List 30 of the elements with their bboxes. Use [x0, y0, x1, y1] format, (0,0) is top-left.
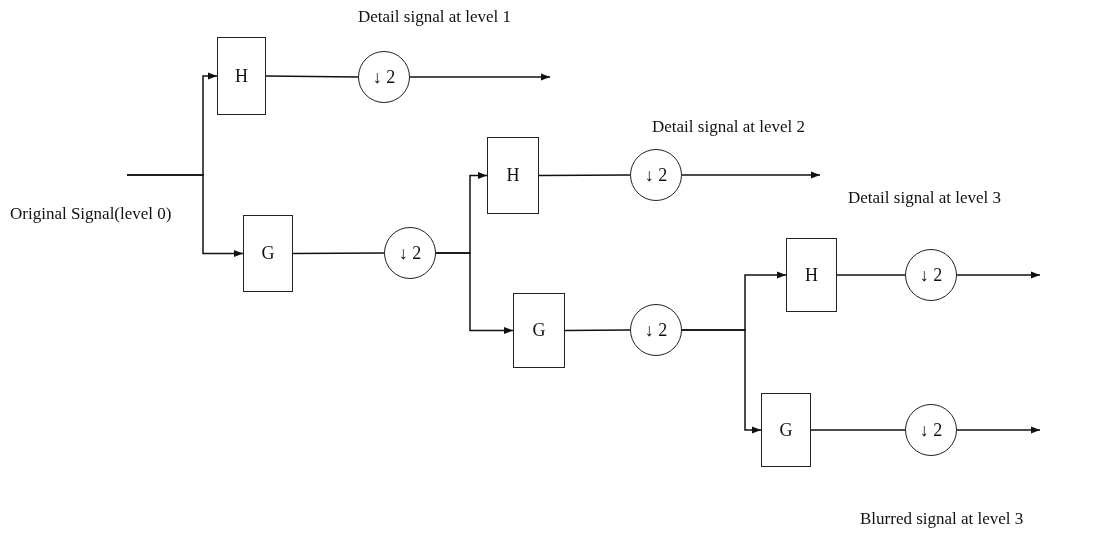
connector-line	[292, 252, 385, 255]
downsampler-circle: ↓ 2	[905, 404, 957, 456]
arrow	[126, 174, 244, 258]
connector-line	[265, 75, 359, 78]
filter-box: G	[761, 393, 811, 467]
downsampler-circle: ↓ 2	[630, 149, 682, 201]
arrow	[956, 426, 1041, 434]
signal-label: Detail signal at level 2	[652, 116, 806, 138]
downsampler-circle: ↓ 2	[384, 227, 436, 279]
connector-line	[810, 429, 906, 431]
filter-box: H	[487, 137, 539, 214]
filter-box: G	[513, 293, 565, 368]
filter-box: H	[786, 238, 837, 312]
connector-line	[538, 174, 631, 177]
signal-label: Detail signal at level 3	[848, 187, 1002, 209]
filter-box: G	[243, 215, 293, 292]
signal-label: Blurred signal at level 3	[860, 508, 1025, 530]
connector-line	[836, 274, 906, 276]
downsampler-circle: ↓ 2	[630, 304, 682, 356]
arrow	[435, 252, 514, 335]
downsampler-circle: ↓ 2	[358, 51, 410, 103]
arrow	[956, 271, 1041, 279]
downsampler-circle: ↓ 2	[905, 249, 957, 301]
connector-line	[564, 329, 631, 332]
signal-label: Original Signal(level 0)	[10, 203, 173, 225]
filter-box: H	[217, 37, 266, 115]
arrow	[681, 171, 821, 179]
arrow	[681, 329, 762, 434]
arrow	[409, 73, 551, 81]
signal-label: Detail signal at level 1	[358, 6, 512, 28]
